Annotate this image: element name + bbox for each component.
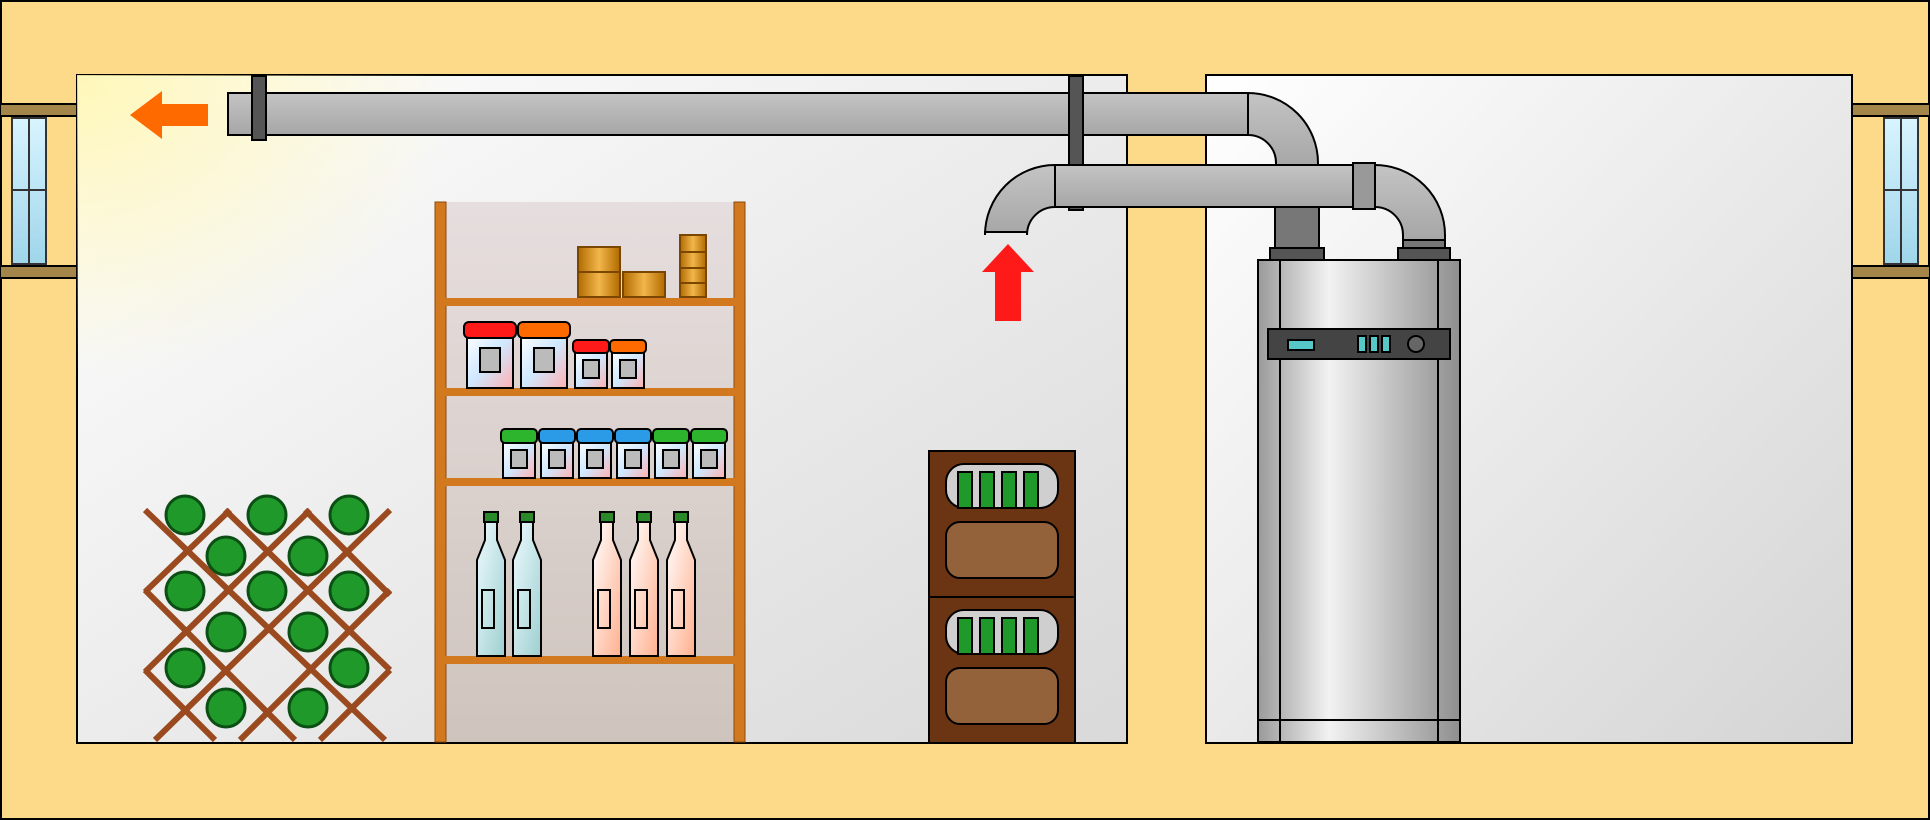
wine-bottles bbox=[164, 494, 370, 729]
jars-large bbox=[463, 321, 647, 389]
wine-rack bbox=[142, 507, 393, 743]
shelf-bottles bbox=[476, 511, 696, 657]
bottle-crates bbox=[928, 450, 1076, 744]
jars-small bbox=[500, 428, 728, 479]
arrow-left-icon bbox=[130, 91, 208, 139]
left-window bbox=[0, 103, 79, 279]
stacked-boxes bbox=[577, 234, 707, 298]
intake-duct bbox=[984, 162, 1451, 261]
right-window bbox=[1851, 103, 1930, 279]
heating-boiler bbox=[1257, 259, 1461, 743]
arrow-up-icon bbox=[982, 244, 1034, 321]
